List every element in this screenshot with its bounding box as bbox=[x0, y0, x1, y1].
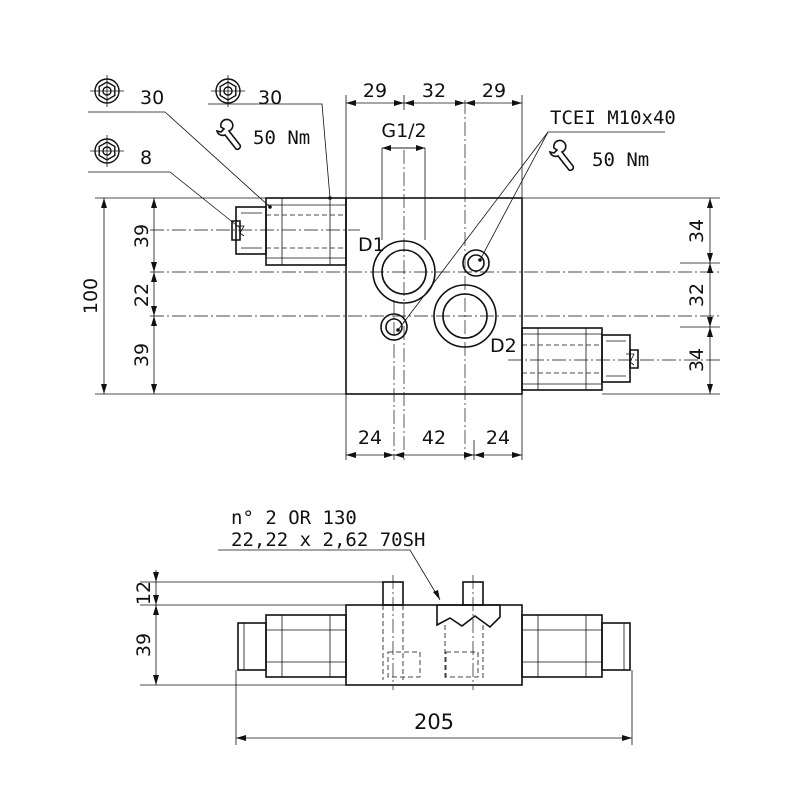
dim-right-32: 32 bbox=[686, 283, 708, 307]
dim-bottom-24-right: 24 bbox=[486, 427, 510, 449]
screw-hole-top bbox=[462, 249, 490, 277]
dim-left-39-top: 39 bbox=[131, 224, 153, 248]
port-g-label: G1/2 bbox=[381, 120, 426, 142]
dim-bottom-42: 42 bbox=[422, 427, 446, 449]
hex-nut-icon bbox=[89, 74, 125, 108]
dim-right-34-bottom: 34 bbox=[686, 348, 708, 372]
left-cartridge bbox=[231, 197, 347, 266]
dim-side-12: 12 bbox=[133, 581, 155, 605]
side-valve-block bbox=[345, 604, 523, 686]
hex-nut-icon bbox=[89, 134, 125, 168]
side-left-cartridge bbox=[237, 614, 347, 678]
dim-left-100: 100 bbox=[80, 278, 102, 314]
port-d2-label: D2 bbox=[490, 335, 517, 357]
hex2-size: 30 bbox=[258, 87, 282, 109]
wrench-icon bbox=[216, 118, 242, 151]
dim-side-39: 39 bbox=[133, 633, 155, 657]
right-cartridge bbox=[521, 327, 639, 391]
dim-top-29-right: 29 bbox=[482, 80, 506, 102]
dim-side-205: 205 bbox=[414, 710, 454, 734]
hex3-size: 8 bbox=[140, 147, 152, 169]
dim-left-22: 22 bbox=[131, 283, 153, 307]
dim-top-32: 32 bbox=[422, 80, 446, 102]
top-view: 29 32 29 G1/2 D1 D2 24 42 24 100 39 22 3… bbox=[80, 74, 720, 460]
torque-left: 50 Nm bbox=[253, 127, 310, 149]
torque-right: 50 Nm bbox=[592, 149, 649, 171]
oring-spec-line1: n° 2 OR 130 bbox=[231, 507, 357, 529]
side-right-cartridge bbox=[521, 614, 631, 678]
hex-nut-icon bbox=[210, 74, 246, 108]
screw-spec: TCEI M10x40 bbox=[550, 107, 676, 129]
dim-bottom-24-left: 24 bbox=[358, 427, 382, 449]
port-d1-label: D1 bbox=[358, 234, 385, 256]
oring-spec-line2: 22,22 x 2,62 70SH bbox=[231, 529, 425, 551]
dim-right-34-top: 34 bbox=[686, 219, 708, 243]
valve-block bbox=[345, 197, 523, 395]
dim-left-39-bottom: 39 bbox=[131, 343, 153, 367]
hex1-size: 30 bbox=[140, 87, 164, 109]
dim-top-29-left: 29 bbox=[363, 80, 387, 102]
wrench-icon bbox=[549, 139, 575, 172]
side-view: n° 2 OR 130 22,22 x 2,62 70SH 12 39 205 bbox=[133, 507, 633, 745]
